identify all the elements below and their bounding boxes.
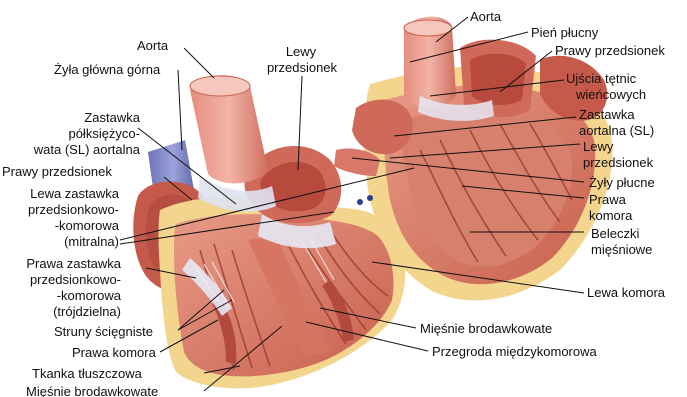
label-right-atrium-left: Prawy przedsionek [2, 164, 112, 179]
label-left-ventricle: Lewa komora [587, 285, 665, 300]
label-mitral-1: Lewa zastawka [0, 186, 119, 201]
label-mitral-4: (mitralna) [0, 234, 119, 249]
label-tricuspid-4: (trójdzielna) [0, 304, 121, 319]
label-superior-vena-cava: Żyła główna górna [54, 62, 160, 77]
label-papillary-muscles-left: Mięśnie brodawkowate [26, 384, 158, 397]
label-right-atrium-right: Prawy przedsionek [555, 43, 665, 58]
label-trabeculae-2: mięśniowe [591, 242, 652, 257]
label-aortic-valve-2: aortalna (SL) [579, 123, 654, 138]
label-left-atrium-top-2: przedsionek [262, 60, 342, 75]
label-aorta-left: Aorta [137, 38, 168, 53]
label-coronary-ostia-1: Ujścia tętnic [566, 71, 636, 86]
label-tricuspid-2: przedsionkowo- [0, 272, 121, 287]
label-mitral-2: przedsionkowo- [0, 202, 119, 217]
label-aortic-sl-valve-1: Zastawka [30, 110, 140, 125]
label-pulmonary-trunk: Pień płucny [531, 25, 598, 40]
label-aortic-sl-valve-2: półksiężyco- [30, 126, 140, 141]
label-trabeculae-1: Beleczki [591, 226, 639, 241]
label-aortic-sl-valve-3: wata (SL) aortalna [10, 142, 140, 157]
label-aorta-right: Aorta [470, 9, 501, 24]
label-left-atrium-top-1: Lewy [276, 44, 326, 59]
label-aortic-valve-1: Zastawka [579, 107, 635, 122]
label-tricuspid-1: Prawa zastawka [0, 256, 121, 271]
label-right-ventricle-right-2: komora [589, 208, 632, 223]
left-atrium-right [352, 100, 413, 155]
label-tricuspid-3: -komorowa [0, 288, 121, 303]
label-papillary-muscles-right: Mięśnie brodawkowate [420, 321, 552, 336]
label-chordae-tendineae: Struny ścięgniste [54, 324, 153, 339]
label-right-ventricle-right-1: Prawa [589, 192, 626, 207]
label-pulmonary-veins: Żyły płucne [589, 175, 655, 190]
label-mitral-3: -komorowa [0, 218, 119, 233]
label-coronary-ostia-2: wieńcowych [576, 87, 646, 102]
label-left-atrium-right-2: przedsionek [583, 155, 653, 170]
label-right-ventricle-left: Prawa komora [72, 345, 156, 360]
label-adipose-tissue: Tkanka tłuszczowa [32, 366, 142, 381]
label-interventricular-septum: Przegroda międzykomorowa [432, 344, 597, 359]
label-left-atrium-right-1: Lewy [583, 139, 613, 154]
